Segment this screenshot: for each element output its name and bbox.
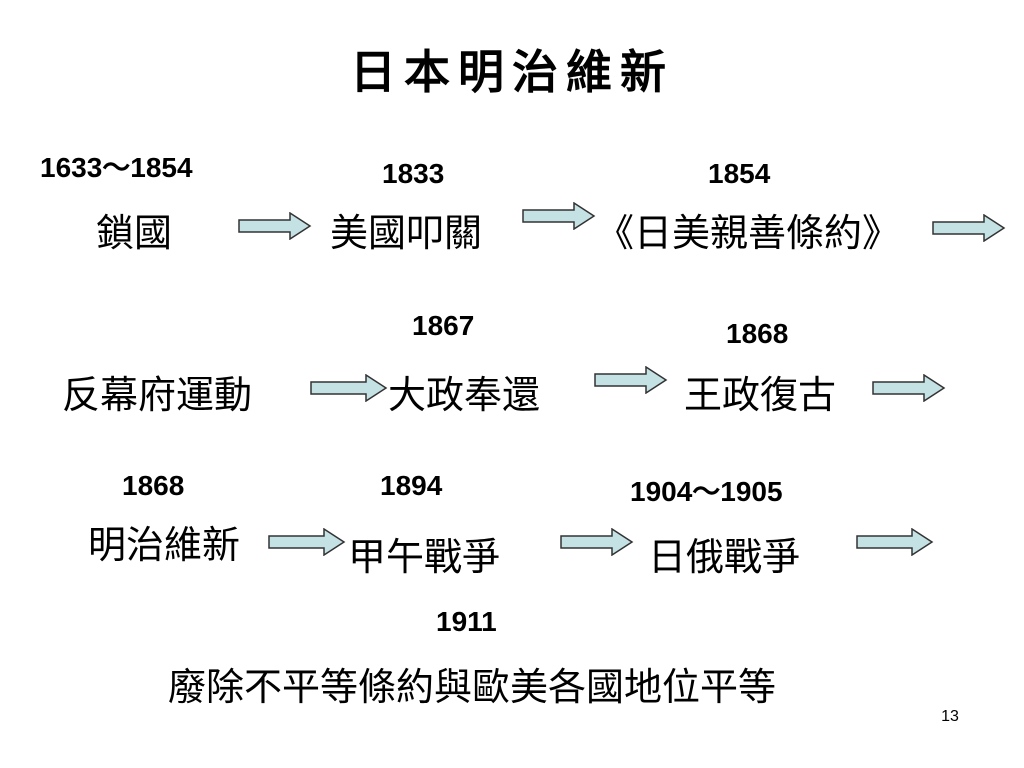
year-label: 1911 [436,606,497,637]
event-label: 王政復古 [684,373,837,417]
timeline-arrow-icon [268,528,346,556]
timeline-arrow-icon [594,366,668,394]
event-label: 反幕府運動 [62,373,253,417]
year-label: 1868 [726,318,789,349]
year-label: 1867 [412,310,475,341]
timeline-arrow-icon [932,214,1006,242]
timeline-arrow-icon [310,374,388,402]
event-label: 《日美親善條約》 [596,211,901,255]
event-label: 甲午戰爭 [348,535,501,579]
timeline-arrow-icon [238,212,312,240]
event-label: 鎖國 [96,211,173,255]
year-label: 1833 [382,158,445,189]
timeline-arrow-icon [522,202,596,230]
timeline-arrow-icon [560,528,634,556]
year-label: 1633～1854 [40,152,193,183]
event-label: 美國叩關 [330,211,483,255]
event-label: 明治維新 [88,523,241,567]
event-label: 日俄戰爭 [648,535,801,579]
year-label: 1868 [122,470,185,501]
timeline-arrow-icon [856,528,934,556]
year-label: 1854 [708,158,771,189]
event-label: 大政奉還 [388,373,541,417]
timeline-arrow-icon [872,374,946,402]
event-label: 廢除不平等條約與歐美各國地位平等 [168,665,777,709]
year-label: 1894 [380,470,443,501]
year-label: 1904～1905 [630,476,783,507]
page-number: 13 [941,708,959,725]
slide-title: 日本明治維新 [350,45,674,99]
